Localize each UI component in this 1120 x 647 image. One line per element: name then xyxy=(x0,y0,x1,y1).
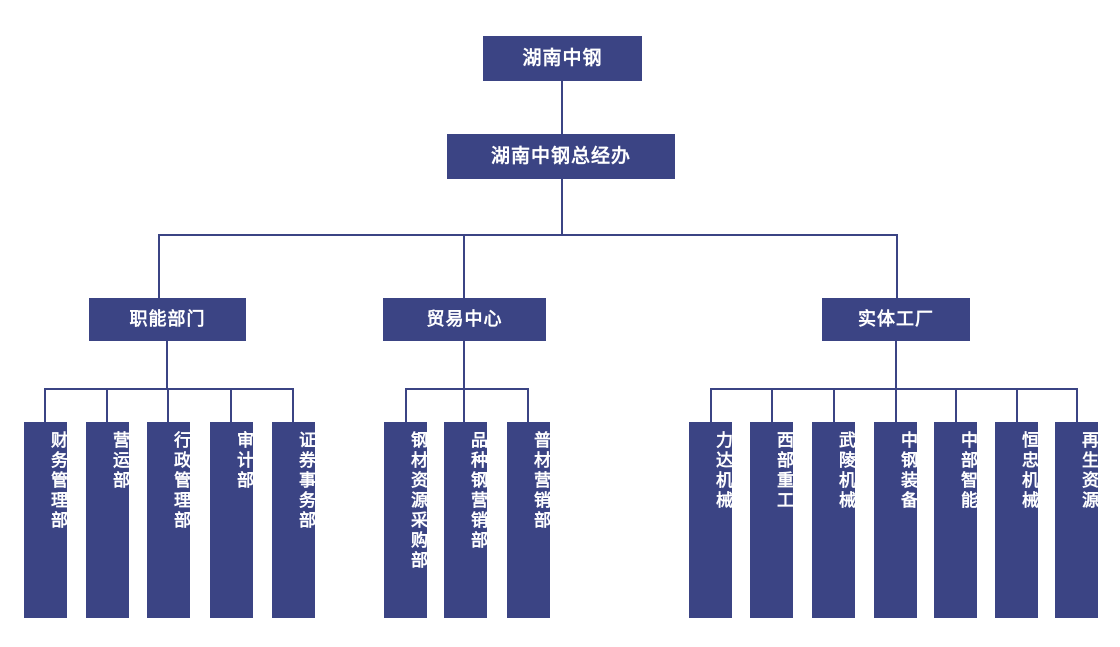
connector-division-1-stem xyxy=(166,341,168,389)
connector-drop-d3-c2 xyxy=(771,388,773,422)
org-node-leaf-d2-c2-label: 品种钢营销部 xyxy=(468,431,487,551)
connector-drop-d3-c4 xyxy=(895,388,897,422)
connector-drop-d1-c2 xyxy=(106,388,108,422)
connector-level2-stem xyxy=(561,179,563,235)
connector-drop-d3-c5 xyxy=(955,388,957,422)
org-node-leaf-d1-c2-label: 营运部 xyxy=(110,431,129,491)
org-node-leaf-d3-c7[interactable]: 再生资源 xyxy=(1055,422,1098,618)
org-node-leaf-d3-c4[interactable]: 中钢装备 xyxy=(874,422,917,618)
connector-drop-d1-c4 xyxy=(230,388,232,422)
connector-drop-d2-c1 xyxy=(405,388,407,422)
org-node-leaf-d1-c2[interactable]: 营运部 xyxy=(86,422,129,618)
connector-drop-d3-c6 xyxy=(1016,388,1018,422)
org-node-leaf-d1-c1[interactable]: 财务管理部 xyxy=(24,422,67,618)
connector-drop-d1-c5 xyxy=(292,388,294,422)
org-node-level2[interactable]: 湖南中钢总经办 xyxy=(447,134,675,179)
connector-drop-division-1 xyxy=(158,234,160,298)
org-node-leaf-d3-c4-label: 中钢装备 xyxy=(898,431,917,511)
org-node-root-label: 湖南中钢 xyxy=(522,47,603,69)
connector-division-bar xyxy=(158,234,898,236)
connector-division-2-stem xyxy=(463,341,465,389)
org-node-leaf-d3-c3-label: 武陵机械 xyxy=(836,431,855,511)
connector-drop-division-3 xyxy=(896,234,898,298)
connector-root-to-level2 xyxy=(561,81,563,134)
connector-drop-division-2 xyxy=(463,234,465,298)
org-node-leaf-d1-c5[interactable]: 证券事务部 xyxy=(272,422,315,618)
connector-drop-d3-c7 xyxy=(1076,388,1078,422)
connector-drop-d2-c2 xyxy=(463,388,465,422)
org-node-leaf-d1-c3[interactable]: 行政管理部 xyxy=(147,422,190,618)
org-node-leaf-d1-c4-label: 审计部 xyxy=(234,431,253,491)
connector-drop-d3-c1 xyxy=(710,388,712,422)
connector-drop-d2-c3 xyxy=(527,388,529,422)
org-node-division-3-label: 实体工厂 xyxy=(858,309,934,330)
org-node-division-3[interactable]: 实体工厂 xyxy=(822,298,970,341)
org-node-leaf-d3-c1-label: 力达机械 xyxy=(713,431,732,511)
org-node-root[interactable]: 湖南中钢 xyxy=(483,36,642,81)
org-node-leaf-d1-c4[interactable]: 审计部 xyxy=(210,422,253,618)
org-node-level2-label: 湖南中钢总经办 xyxy=(490,145,631,167)
connector-drop-d1-c1 xyxy=(44,388,46,422)
org-node-leaf-d3-c3[interactable]: 武陵机械 xyxy=(812,422,855,618)
org-node-leaf-d3-c6-label: 恒忠机械 xyxy=(1019,431,1038,511)
org-node-leaf-d1-c3-label: 行政管理部 xyxy=(171,431,190,531)
connector-division-3-bar xyxy=(710,388,1078,390)
org-node-leaf-d2-c3[interactable]: 普材营销部 xyxy=(507,422,550,618)
org-node-leaf-d3-c6[interactable]: 恒忠机械 xyxy=(995,422,1038,618)
org-node-division-1[interactable]: 职能部门 xyxy=(89,298,246,341)
org-node-leaf-d2-c3-label: 普材营销部 xyxy=(531,431,550,531)
org-node-leaf-d3-c5-label: 中部智能 xyxy=(958,431,977,511)
org-node-leaf-d3-c1[interactable]: 力达机械 xyxy=(689,422,732,618)
org-node-division-1-label: 职能部门 xyxy=(129,309,206,330)
connector-drop-d1-c3 xyxy=(167,388,169,422)
org-node-leaf-d3-c2[interactable]: 西部重工 xyxy=(750,422,793,618)
connector-division-2-bar xyxy=(405,388,529,390)
org-node-leaf-d3-c7-label: 再生资源 xyxy=(1079,431,1098,511)
org-node-leaf-d1-c1-label: 财务管理部 xyxy=(48,431,67,531)
org-node-leaf-d2-c2[interactable]: 品种钢营销部 xyxy=(444,422,487,618)
org-node-leaf-d3-c5[interactable]: 中部智能 xyxy=(934,422,977,618)
org-node-division-2[interactable]: 贸易中心 xyxy=(383,298,546,341)
org-node-leaf-d2-c1[interactable]: 钢材资源采购部 xyxy=(384,422,427,618)
org-node-division-2-label: 贸易中心 xyxy=(426,309,503,330)
connector-division-1-bar xyxy=(44,388,294,390)
connector-division-3-stem xyxy=(895,341,897,389)
org-node-leaf-d1-c5-label: 证券事务部 xyxy=(296,431,315,531)
connector-drop-d3-c3 xyxy=(833,388,835,422)
org-node-leaf-d2-c1-label: 钢材资源采购部 xyxy=(408,431,427,571)
org-node-leaf-d3-c2-label: 西部重工 xyxy=(774,431,793,511)
